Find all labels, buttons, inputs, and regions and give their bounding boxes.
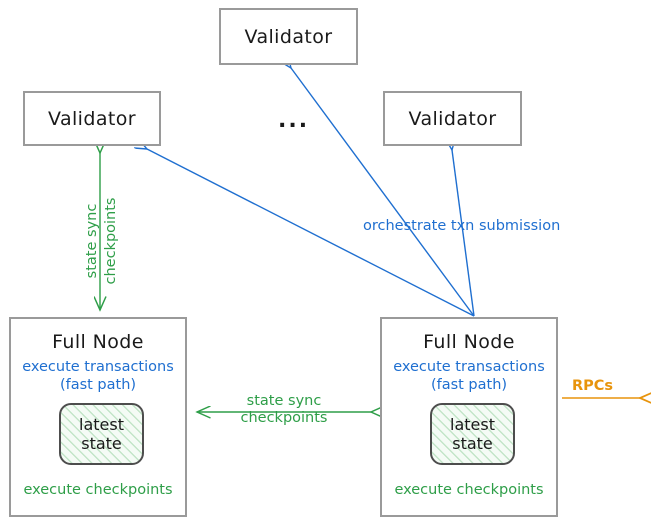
latest-state-box-left[interactable]: latest state [59,403,144,465]
latest-state-left-line-2: state [81,434,122,453]
full-node-box-right[interactable]: Full Node execute transactions (fast pat… [380,317,558,517]
label-orchestrate-txn-submission: orchestrate txn submission [363,218,561,234]
latest-state-right-line-2: state [452,434,493,453]
full-node-left-subtitle-2: (fast path) [59,377,137,393]
label-state-sync-horizontal-line-1: state sync [246,393,322,409]
validator-ellipsis: ... [278,108,310,133]
validator-box-top[interactable]: Validator [219,8,358,65]
label-state-sync-vertical-line-2: checkpoints [103,197,119,285]
validator-top-label: Validator [244,25,333,48]
full-node-box-left[interactable]: Full Node execute transactions (fast pat… [9,317,187,517]
full-node-right-title: Full Node [423,331,515,353]
label-state-sync-vertical: state sync checkpoints [83,181,121,301]
full-node-right-footer: execute checkpoints [394,482,544,498]
label-state-sync-horizontal-line-2: checkpoints [240,410,328,426]
label-state-sync-horizontal: state sync checkpoints [224,393,344,427]
full-node-right-subtitle-2: (fast path) [430,377,508,393]
validator-box-right[interactable]: Validator [383,91,522,146]
label-rpcs: RPCs [572,378,614,394]
full-node-left-title: Full Node [52,331,144,353]
latest-state-left-line-1: latest [79,415,124,434]
validator-right-label: Validator [408,107,497,130]
label-state-sync-vertical-line-1: state sync [84,203,100,279]
latest-state-box-right[interactable]: latest state [430,403,515,465]
full-node-left-footer: execute checkpoints [23,482,173,498]
latest-state-right-line-1: latest [450,415,495,434]
full-node-left-subtitle-1: execute transactions [22,359,174,375]
validator-left-label: Validator [48,107,136,130]
full-node-right-subtitle-1: execute transactions [393,359,545,375]
validator-box-left[interactable]: Validator [23,91,161,146]
